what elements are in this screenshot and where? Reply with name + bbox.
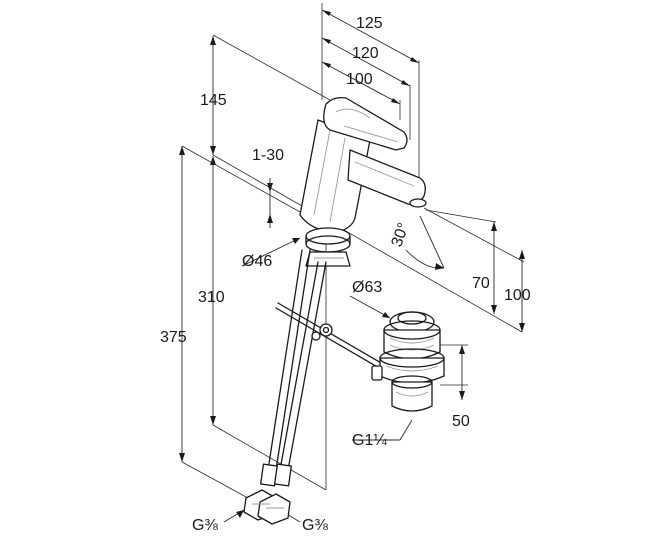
dim-145: 145	[200, 92, 227, 109]
dim-angle-30: 30°	[389, 221, 413, 250]
dim-100-right: 100	[504, 287, 531, 304]
dim-375: 375	[160, 329, 187, 346]
faucet-body	[299, 96, 427, 267]
waste-valve	[371, 311, 445, 412]
dimension-lines	[181, 9, 523, 523]
supply-hoses	[243, 249, 327, 525]
dimension-labels: 125 120 100 145 1-30 Ø46 310 375 30° 70 …	[160, 15, 531, 534]
dim-70: 70	[472, 275, 490, 292]
dim-120: 120	[352, 45, 379, 62]
dim-125: 125	[356, 15, 383, 32]
dim-310: 310	[198, 289, 225, 306]
dim-diameter-46: Ø46	[242, 253, 272, 270]
dim-1-30: 1-30	[252, 147, 284, 164]
dim-diameter-63: Ø63	[352, 279, 382, 296]
extension-lines	[181, 3, 525, 499]
pop-up-linkage	[275, 302, 389, 373]
thread-g3-8-left: G⅜	[192, 517, 218, 534]
dim-100-top: 100	[346, 71, 373, 88]
thread-g1-1-4: G1¼	[352, 432, 387, 449]
arrowheads	[179, 10, 525, 518]
thread-g3-8-right: G⅜	[302, 517, 328, 534]
dim-50: 50	[452, 413, 470, 430]
